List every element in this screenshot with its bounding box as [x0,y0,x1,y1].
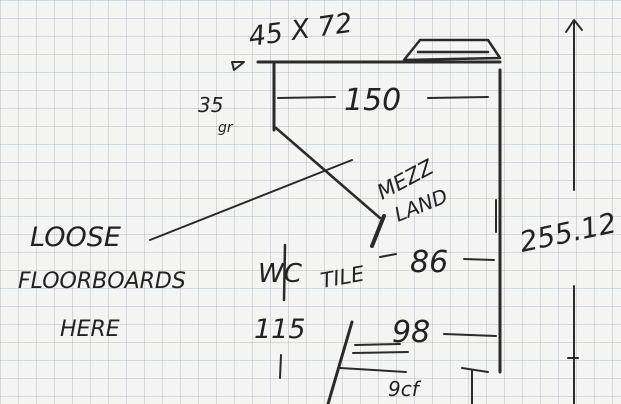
floorboards-label: FLOORBOARDS [18,269,186,294]
dim-115-label: 115 [254,314,306,345]
dimension-top-label: 45 X 72 [247,8,355,53]
side-dimension-label: 255.12 [517,206,620,259]
dim-150-label: 150 [344,83,401,118]
bottom-step [461,367,489,404]
here-label: HERE [60,317,120,342]
bottom-note-label: 9cf [388,377,422,401]
dim-86-line [379,253,495,261]
left-wall-bottom [279,354,282,379]
diagonal-wall [274,126,382,220]
leader-line [149,159,353,241]
wc-label: WC [258,259,303,289]
dim-98-line [443,333,497,337]
dim-35-sub-label: gr [218,120,234,136]
dim-150-line [277,96,489,99]
loose-label: LOOSE [30,222,121,253]
left-wall-lower [282,243,287,302]
tile-label: TILE [319,262,367,293]
side-arrow-head [565,19,583,33]
pointer-arrow [231,61,245,71]
chimney [402,38,502,62]
stair-lines [339,343,409,373]
dim-98-label: 98 [392,315,430,350]
dim-86-label: 86 [410,245,448,280]
tile-line [370,214,386,248]
stair-diagonal [326,320,354,404]
dim-35-label: 35 [198,93,223,117]
